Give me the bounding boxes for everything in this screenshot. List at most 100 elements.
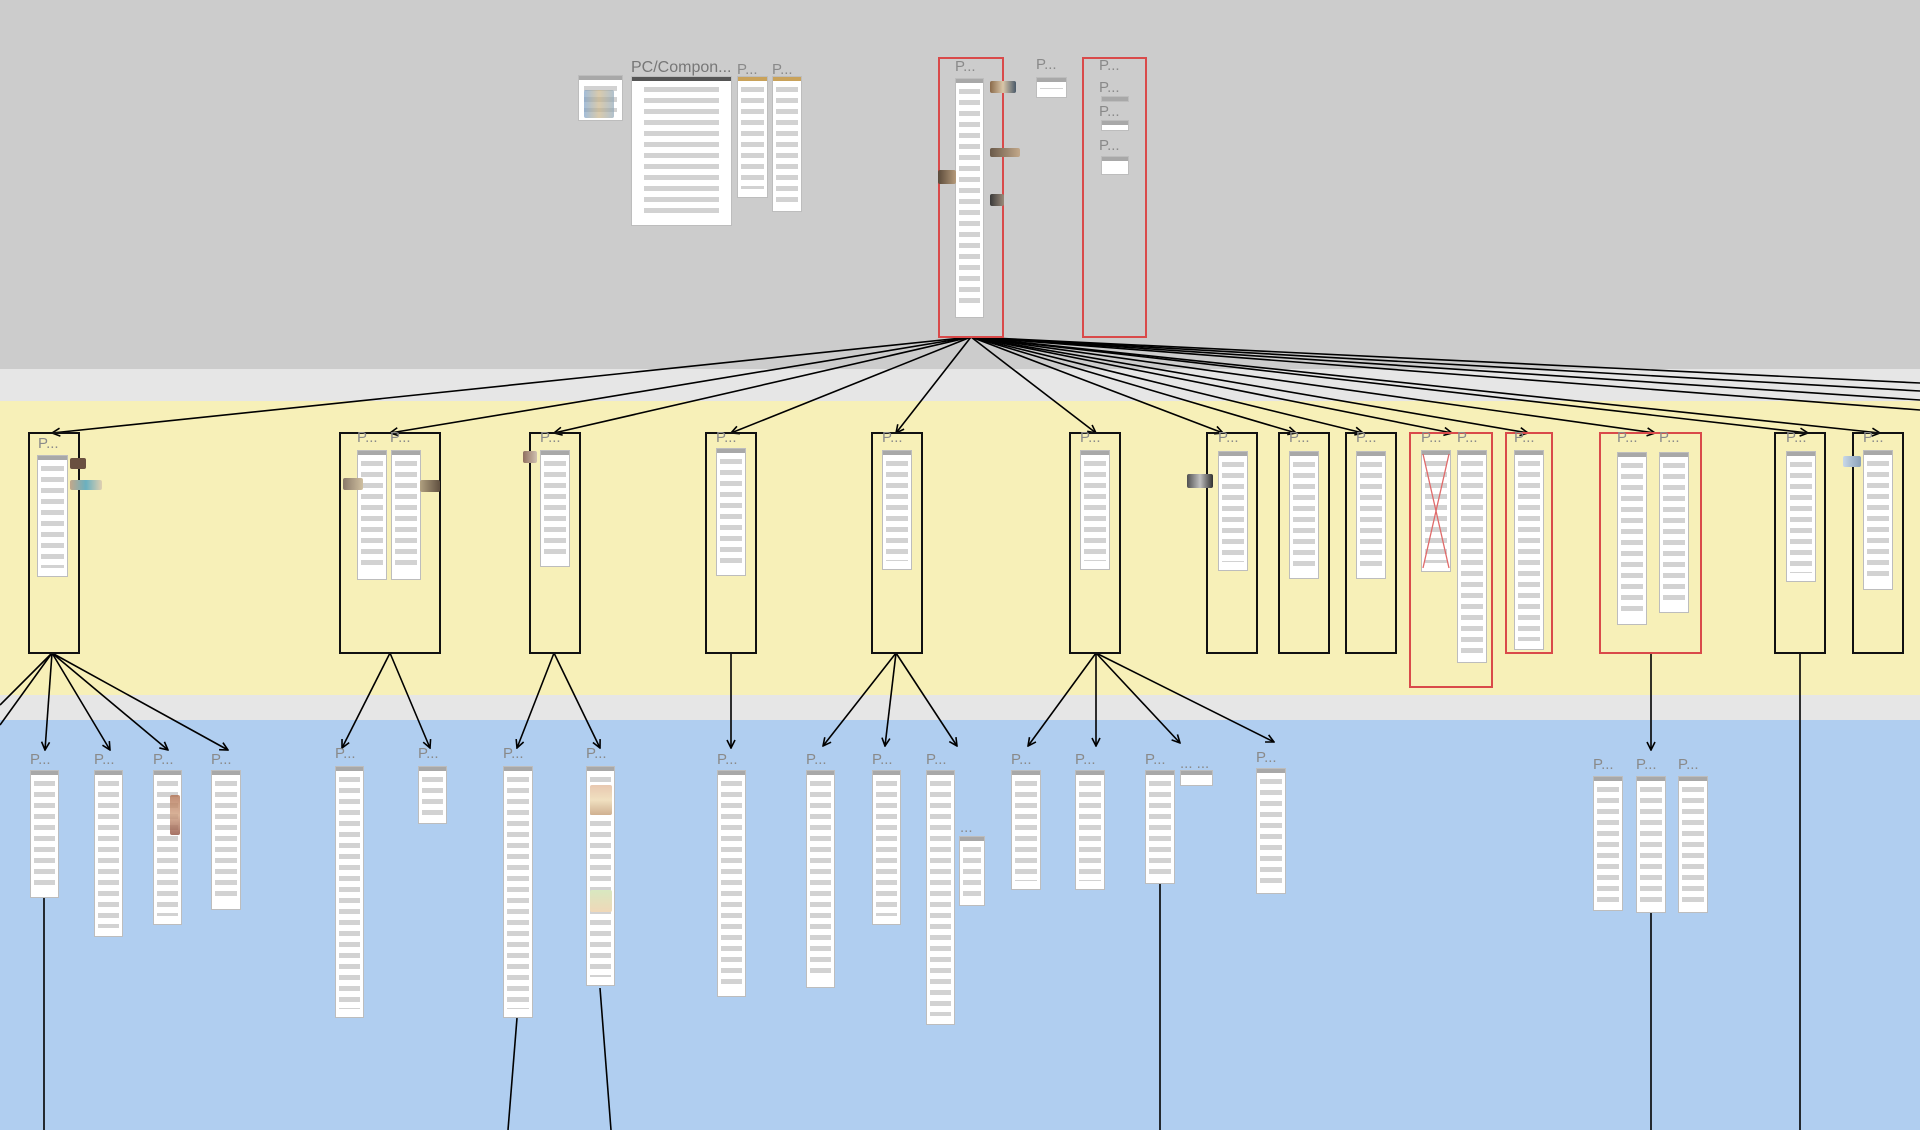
page-wireframe[interactable] [211, 770, 241, 910]
small-frame[interactable] [1101, 96, 1129, 102]
page-wireframe[interactable] [503, 766, 533, 1018]
page-wireframe[interactable] [717, 770, 746, 997]
small-frame[interactable] [1036, 77, 1067, 98]
image-thumbnail [170, 795, 180, 835]
page-wireframe[interactable] [882, 450, 912, 570]
page-wireframe[interactable] [1863, 450, 1893, 590]
level1-frame[interactable] [871, 432, 923, 654]
image-thumbnail [1843, 456, 1861, 467]
frame-title: P... [1786, 429, 1807, 446]
highlighted-frame-group[interactable] [1082, 57, 1147, 338]
frame-title: P... [1356, 429, 1377, 446]
page-wireframe[interactable] [1636, 776, 1666, 913]
page-wireframe[interactable] [37, 455, 68, 577]
frame-title: P... [1514, 429, 1535, 446]
frame-title: P... [1617, 429, 1638, 446]
frame-title: P... [882, 429, 903, 446]
highlighted-frame[interactable] [1505, 432, 1553, 654]
page-wireframe[interactable] [1218, 451, 1248, 571]
page-wireframe[interactable] [335, 766, 364, 1018]
small-frame[interactable] [1101, 156, 1129, 175]
page-wireframe[interactable] [1514, 450, 1544, 650]
level1-frame[interactable] [1852, 432, 1904, 654]
frame-title: P... [872, 751, 893, 768]
frame-title: P... [1289, 429, 1310, 446]
page-wireframe[interactable] [1593, 776, 1623, 911]
frame-title: P... [806, 751, 827, 768]
image-thumbnail [938, 170, 956, 184]
page-wireframe[interactable] [1356, 451, 1386, 579]
level1-frame[interactable] [1345, 432, 1397, 654]
page-wireframe[interactable] [1786, 451, 1816, 582]
frame-title: P... [1256, 749, 1277, 766]
frame-title: P... [717, 751, 738, 768]
page-wireframe[interactable] [357, 450, 387, 580]
page-wireframe[interactable] [926, 770, 955, 1025]
frame-title: P... [1218, 429, 1239, 446]
frame-title: P... [503, 745, 524, 762]
frame-title: P... [1099, 79, 1120, 96]
level1-frame[interactable] [1774, 432, 1826, 654]
page-wireframe[interactable] [872, 770, 901, 925]
component-frame-pc[interactable] [631, 76, 732, 226]
level1-frame[interactable] [1069, 432, 1121, 654]
small-frame[interactable] [1180, 770, 1213, 786]
image-thumbnail [343, 478, 363, 490]
frame-title: P... [1099, 103, 1120, 120]
page-wireframe[interactable] [1145, 770, 1175, 884]
page-wireframe[interactable] [1678, 776, 1708, 913]
frame-title: P... [540, 429, 561, 446]
frame-title: P... [1145, 751, 1166, 768]
frame-title: P... [1036, 56, 1057, 73]
frame-title: P... [1863, 429, 1884, 446]
level1-frame[interactable] [1206, 432, 1258, 654]
frame-title: P... [1011, 751, 1032, 768]
page-wireframe[interactable] [806, 770, 835, 988]
page-wireframe[interactable] [1075, 770, 1105, 890]
page-wireframe[interactable] [540, 450, 570, 567]
frame-title: P... [1075, 751, 1096, 768]
level1-frame[interactable] [1278, 432, 1330, 654]
frame-title: ... ... [1180, 755, 1210, 772]
page-wireframe[interactable] [94, 770, 123, 937]
frame-title: P... [926, 751, 947, 768]
frame-title: P... [94, 751, 115, 768]
page-wireframe[interactable] [153, 770, 182, 925]
frame-title: P... [1099, 57, 1120, 74]
page-wireframe[interactable] [30, 770, 59, 898]
page-wireframe[interactable] [1617, 452, 1647, 625]
small-frame[interactable] [1101, 120, 1129, 131]
component-frame[interactable] [737, 76, 768, 198]
component-frame[interactable] [772, 76, 802, 212]
page-wireframe[interactable] [391, 450, 421, 580]
highlighted-frame-group[interactable] [1599, 432, 1702, 654]
frame-title: P... [335, 745, 356, 762]
image-thumbnail [990, 148, 1020, 157]
page-wireframe[interactable] [418, 766, 447, 824]
page-wireframe[interactable] [1256, 768, 1286, 894]
top-page-wireframe[interactable] [955, 78, 984, 318]
page-wireframe[interactable] [1457, 450, 1487, 663]
page-wireframe[interactable] [1080, 450, 1110, 570]
frame-title: P... [1421, 429, 1442, 446]
frame-title: P... [38, 435, 59, 452]
frame-title: P... [418, 745, 439, 762]
level1-frame[interactable] [705, 432, 757, 654]
level1-frame[interactable] [28, 432, 80, 654]
frame-title: P... [1457, 429, 1478, 446]
page-wireframe[interactable] [716, 448, 746, 576]
level1-frame[interactable] [339, 432, 441, 654]
frame-title: P... [1678, 756, 1699, 773]
page-wireframe[interactable] [1011, 770, 1041, 890]
page-wireframe[interactable] [1659, 452, 1689, 613]
level1-frame[interactable] [529, 432, 581, 654]
section-separator [0, 695, 1920, 720]
image-thumbnail [990, 194, 1004, 206]
highlighted-frame-group[interactable] [1409, 432, 1493, 688]
page-wireframe[interactable] [959, 836, 985, 906]
frame-title: P... [1080, 429, 1101, 446]
frame-title: P... [586, 745, 607, 762]
frame-title: P... [772, 61, 793, 78]
frame-title: PC/Compon... [631, 59, 732, 76]
page-wireframe[interactable] [1289, 451, 1319, 579]
